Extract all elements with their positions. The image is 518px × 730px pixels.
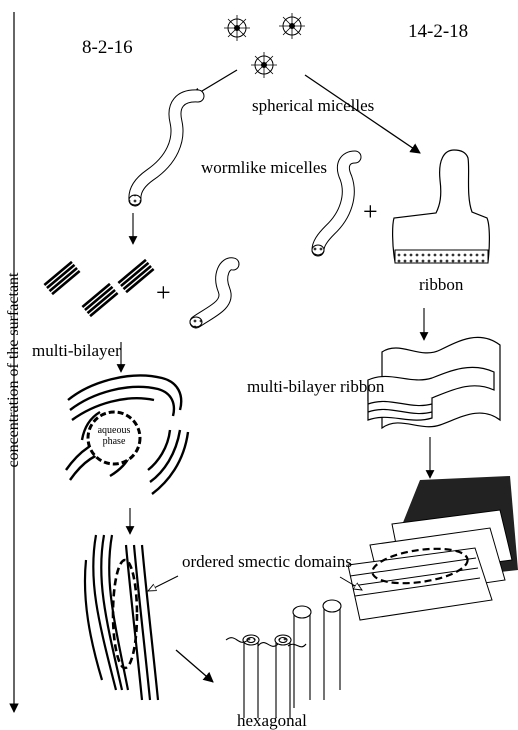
smectic-domain-left — [85, 535, 158, 700]
label-14-2-18: 14-2-18 — [408, 22, 468, 41]
smectic-domain-right — [348, 476, 518, 620]
arrow-smectic-label-left — [148, 576, 178, 591]
arrow-to-hexagonal — [176, 650, 213, 682]
spherical-micelle-1 — [224, 15, 250, 41]
label-concentration-axis: concentration of the surfactant — [5, 272, 23, 467]
label-hexagonal: hexagonal — [237, 712, 307, 729]
plus-sign-right: + — [363, 199, 378, 225]
spherical-micelle-2 — [279, 13, 305, 39]
label-multi-bilayer: multi-bilayer — [32, 342, 121, 359]
multibilayer-ribbon — [368, 337, 500, 428]
label-ribbon: ribbon — [419, 276, 463, 293]
label-spherical-micelles: spherical micelles — [252, 97, 374, 114]
hexagonal-cylinders — [226, 600, 341, 718]
plus-sign-left: + — [156, 280, 171, 306]
label-multi-bilayer-ribbon: multi-bilayer ribbon — [247, 378, 384, 395]
ribbon-shape — [393, 150, 490, 263]
wormlike-micelle-left — [129, 96, 198, 205]
label-wormlike-micelles: wormlike micelles — [201, 159, 327, 176]
label-8-2-16: 8-2-16 — [82, 38, 133, 57]
spherical-micelle-3 — [251, 52, 277, 78]
label-ordered-smectic-domains: ordered smectic domains — [182, 553, 352, 570]
wormlike-micelle-small — [190, 264, 233, 327]
label-aqueous-phase: aqueous phase — [92, 426, 136, 447]
multibilayer-stacks — [44, 260, 153, 316]
